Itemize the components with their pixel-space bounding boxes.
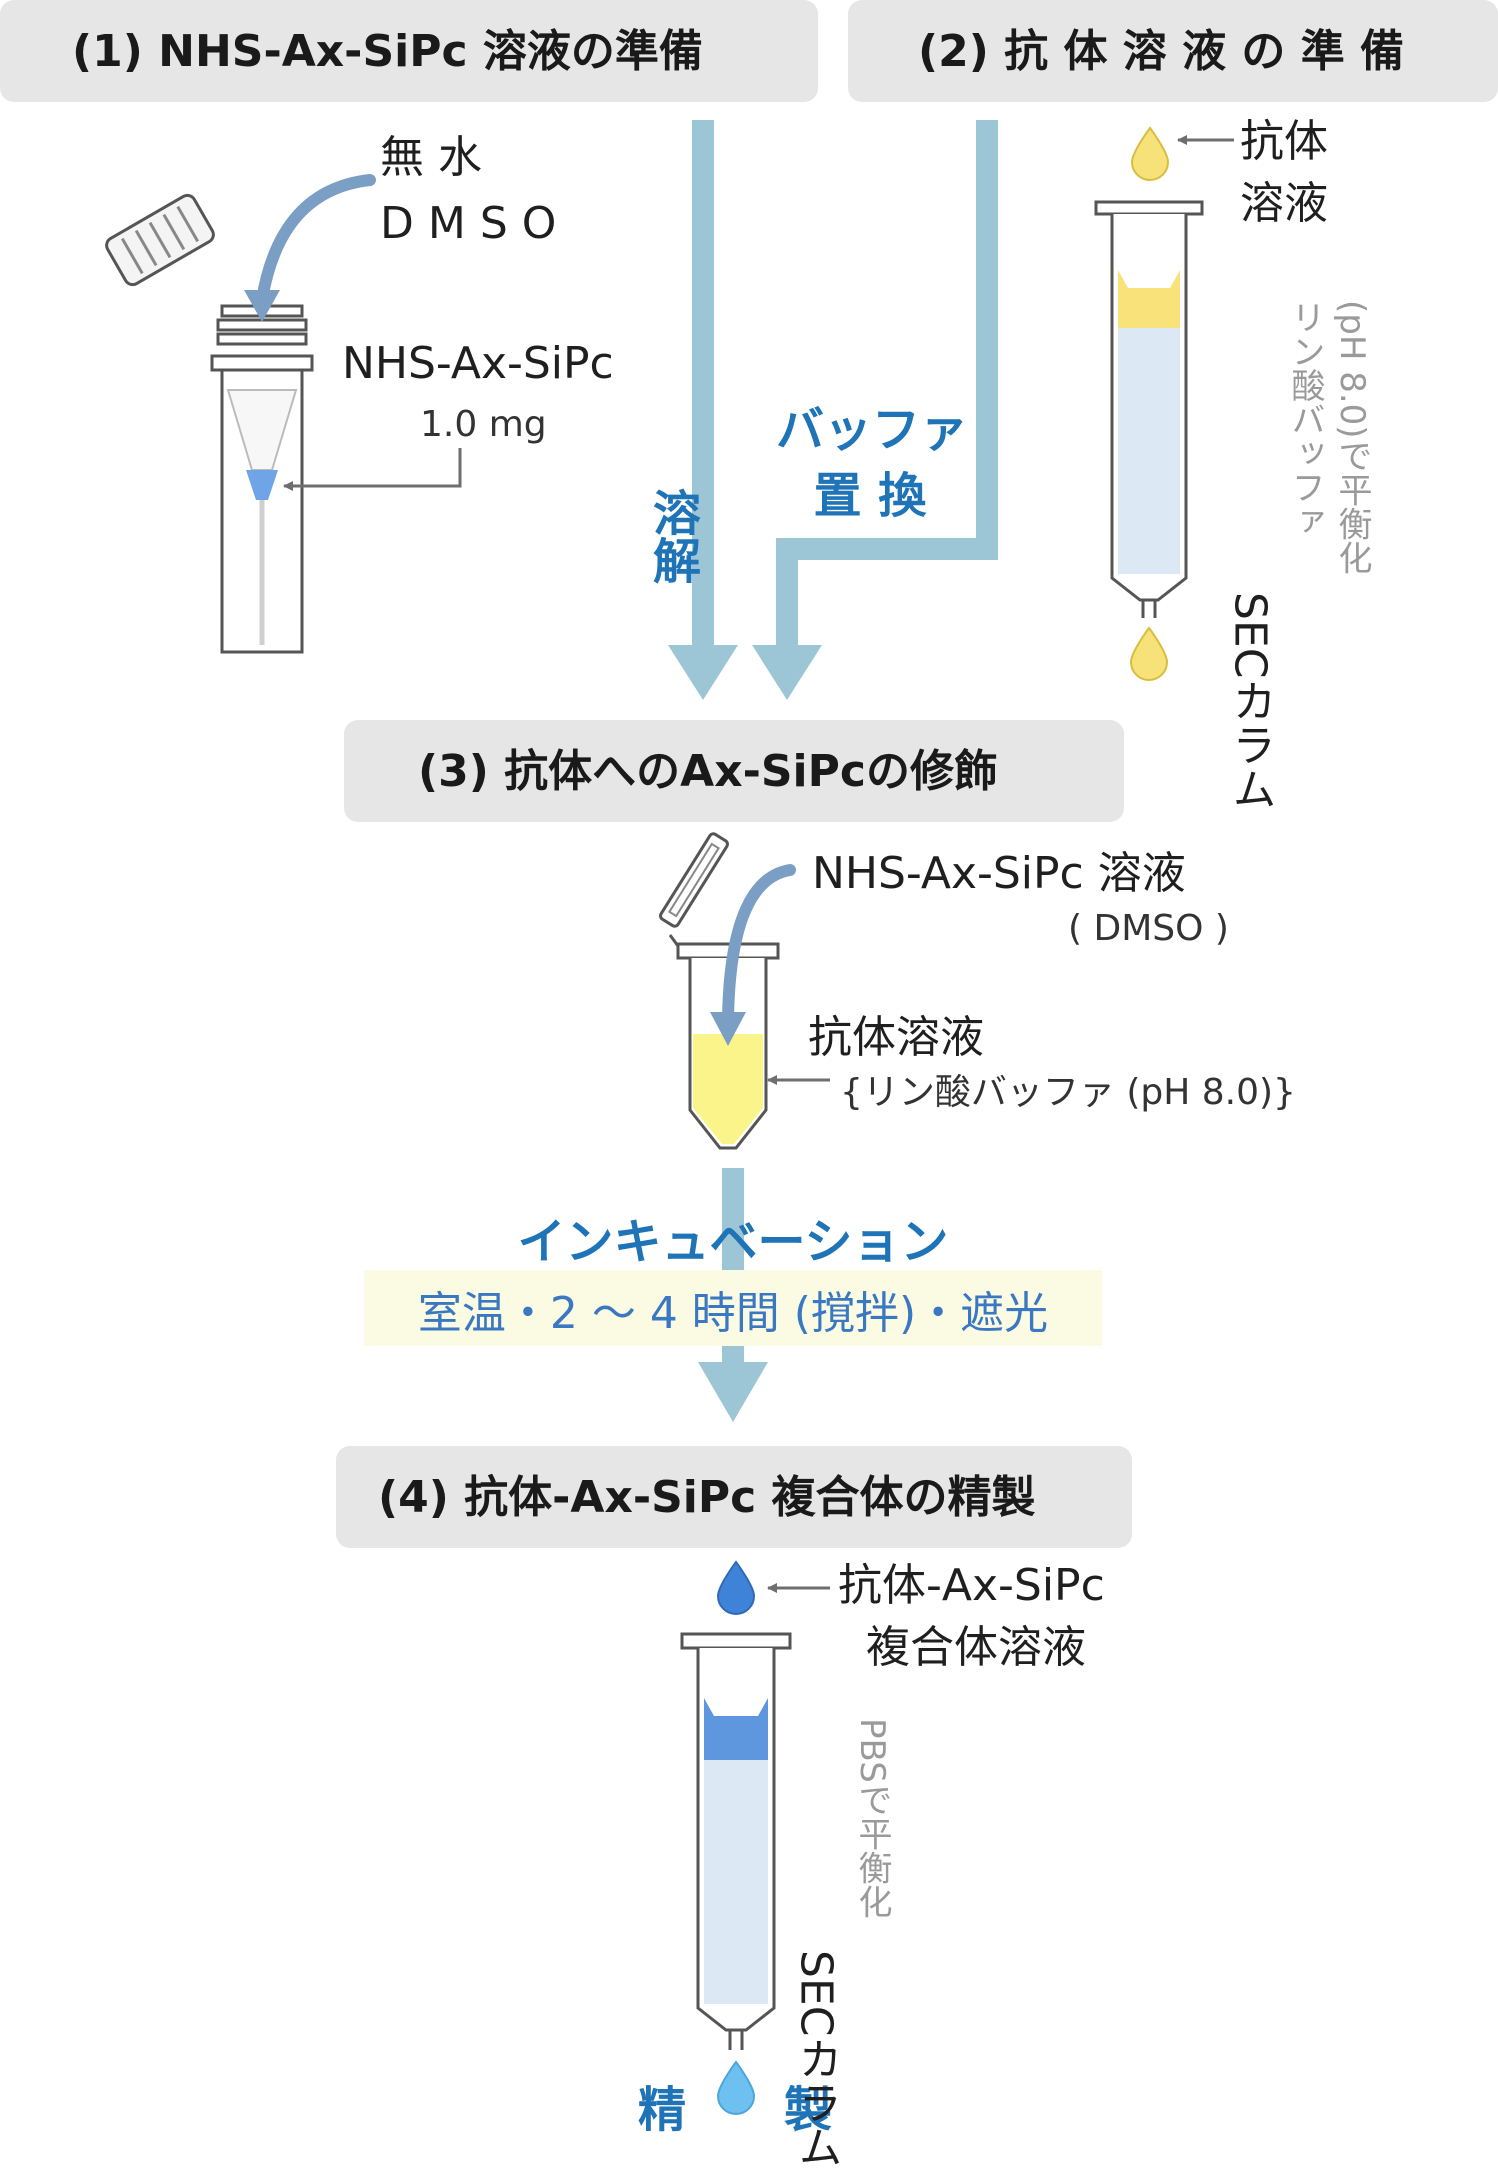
step3-header: (3) 抗体へのAx-SiPcの修飾 (344, 720, 1124, 822)
step2-title: (2) 抗 体 溶 液 の 準 備 (918, 26, 1404, 77)
sec-column-1 (1094, 200, 1204, 618)
step1-title: (1) NHS-Ax-SiPc 溶液の準備 (72, 26, 703, 77)
reagent-amount-label: 1.0 mg (420, 404, 547, 445)
step4-title: (4) 抗体-Ax-SiPc 複合体の精製 (378, 1472, 1036, 1523)
purify-label-1: 精 (638, 2082, 686, 2138)
reagent-solution-label: NHS-Ax-SiPc 溶液 (812, 848, 1186, 899)
reagent-add-arrow (722, 864, 796, 1026)
antibody-solution-label: 抗体溶液 (808, 1012, 984, 1063)
reagent-solution-sublabel: ( DMSO ) (1068, 908, 1229, 949)
sec-column-1-buffer-1: リン酸バッファ (1285, 300, 1325, 538)
dmso-arrow-head (244, 290, 280, 322)
step1-header: (1) NHS-Ax-SiPc 溶液の準備 (0, 0, 818, 102)
conjugate-label-2: 複合体溶液 (866, 1622, 1086, 1673)
dissolve-flow-arrow (668, 120, 738, 700)
vial-cap (105, 193, 215, 287)
dmso-arrow (256, 174, 376, 306)
buffer-exchange-flow-arrow (752, 120, 998, 700)
antibody-label-1: 抗体 (1240, 116, 1328, 167)
reagent-name-label: NHS-Ax-SiPc (342, 338, 614, 389)
dmso-label-1: 無 水 (380, 132, 482, 183)
antibody-drop-top (1130, 126, 1170, 181)
incubation-label: インキュベーション (517, 1214, 948, 1270)
conjugate-label-1: 抗体-Ax-SiPc (838, 1560, 1105, 1611)
step4-header: (4) 抗体-Ax-SiPc 複合体の精製 (336, 1446, 1132, 1548)
dmso-label-2: D M S O (380, 198, 556, 249)
conjugate-drop-top (716, 1560, 756, 1615)
antibody-label-2: 溶液 (1240, 178, 1328, 229)
incubation-conditions: 室温・2 〜 4 時間 (撹拌)・遮光 (418, 1288, 1048, 1339)
sec-column-1-label: SECカラム (1225, 592, 1276, 810)
sec-column-2 (680, 1632, 792, 2050)
reagent-pointer (283, 448, 462, 491)
purified-drop (716, 2060, 756, 2115)
buffer-exchange-label-1: バッファ (776, 402, 968, 458)
vial (210, 304, 314, 654)
dissolve-label: 溶解 (644, 488, 701, 584)
sec-column-2-buffer: PBSで平衡化 (852, 1718, 892, 1919)
step2-header: (2) 抗 体 溶 液 の 準 備 (848, 0, 1498, 102)
buffer-exchange-label-2: 置 換 (814, 468, 928, 524)
microtube (659, 832, 780, 1150)
antibody-solution-sublabel: {リン酸バッファ (pH 8.0)} (840, 1072, 1296, 1113)
antibody-drop-bottom (1129, 626, 1169, 681)
sec-column-2-label: SECカラム (791, 1950, 842, 2168)
reagent-add-arrow-head (710, 1012, 746, 1046)
sec-column-1-buffer-2: (pH 8.0)で平衡化 (1332, 300, 1372, 575)
purify-label-2: 製 (784, 2082, 832, 2138)
incubation-conditions-box (364, 1270, 1102, 1346)
step3-title: (3) 抗体へのAx-SiPcの修飾 (418, 746, 998, 797)
